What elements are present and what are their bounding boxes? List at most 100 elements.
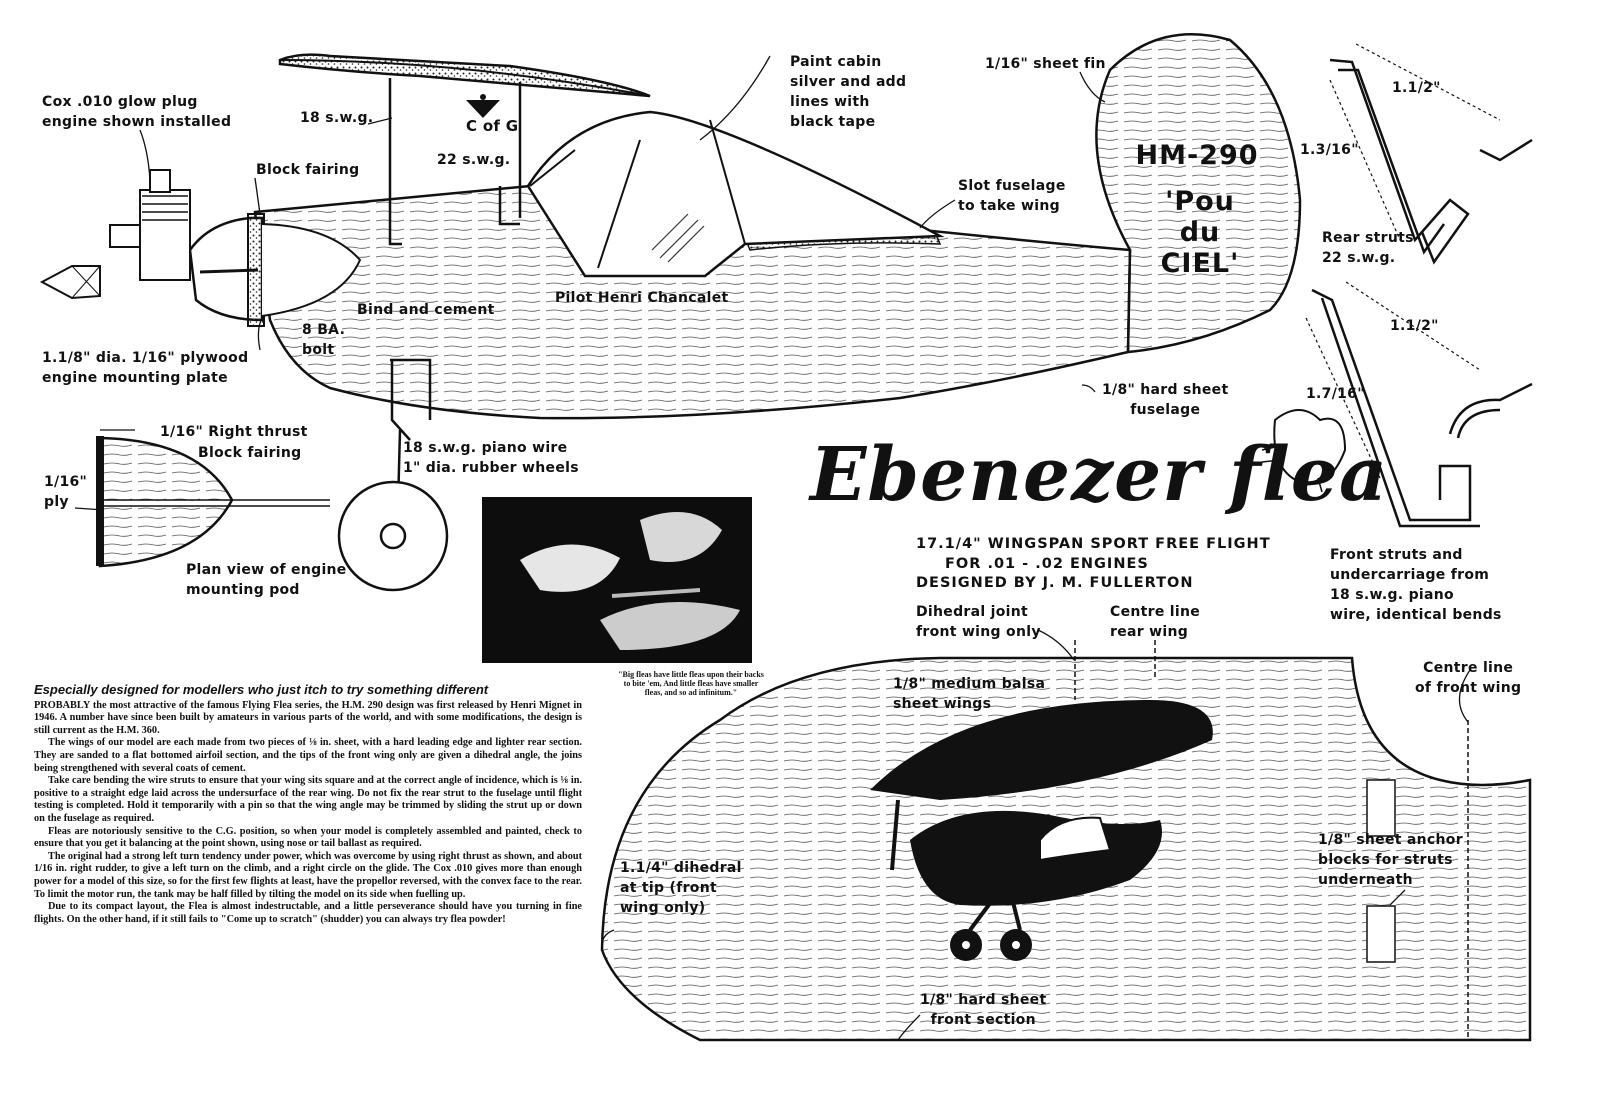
label-slot-line: to take wing [958,198,1060,214]
label-centre-rear-line: rear wing [1110,624,1189,640]
label-rear-line: 22 s.w.g. [1322,250,1396,266]
fin-name: 'Pou du CIEL' [1140,186,1260,279]
label-block-fairing-plan: Block fairing [198,445,302,461]
label-ply-line: 1/16" [44,474,88,490]
label-paint-line: silver and add [790,74,907,90]
label-engine: Cox .010 glow plug engine shown installe… [42,92,231,132]
label-centre-rear-line: Centre line [1110,604,1201,620]
fin-name-line: CIEL' [1160,248,1240,279]
label-dihedral-tip-line: 1.1/4" dihedral [620,860,742,876]
label-ply-line: ply [44,494,69,510]
label-front-section-line: 1/8" hard sheet [920,992,1047,1008]
label-fuselage-line: 1/8" hard sheet [1102,382,1229,398]
label-piano-wire: 18 s.w.g. piano wire 1" dia. rubber whee… [403,438,579,478]
label-anchor-line: 1/8" sheet anchor [1318,832,1463,848]
label-plan-view: Plan view of engine mounting pod [186,560,347,600]
spec-line-1: 17.1/4" WINGSPAN SPORT FREE FLIGHT [916,536,1271,552]
fuselage-side [253,110,1132,420]
top-wing [278,53,651,98]
spec-line-2: FOR .01 - .02 ENGINES [945,556,1149,572]
article-paragraph: Take care bending the wire struts to ens… [34,775,582,824]
article: Especially designed for modellers who ju… [34,682,582,926]
label-paint-line: Paint cabin [790,54,882,70]
label-balsa-wings: 1/8" medium balsa sheet wings [893,674,1045,714]
label-mount-plate: 1.1/8" dia. 1/16" plywood engine mountin… [42,348,248,388]
label-pilot: Pilot Henri Chancalet [555,290,729,306]
label-balsa-line: 1/8" medium balsa [893,676,1046,692]
label-bolt-line: bolt [302,342,335,358]
fin-name-line: 'Pou [1165,186,1235,217]
label-paint-cabin: Paint cabin silver and add lines with bl… [790,52,906,132]
label-hard-sheet-fuselage: 1/8" hard sheet fuselage [1102,380,1228,420]
label-slot-fuselage: Slot fuselage to take wing [958,176,1066,216]
fin-model-number: HM-290 [1135,140,1259,171]
label-front-section: 1/8" hard sheet front section [920,990,1046,1030]
engine-nose [39,169,362,327]
plan-title: Ebenezer flea [810,432,1388,518]
leader-lines [74,55,1471,1041]
model-photo [482,497,752,663]
label-rear-dim-side: 1.3/16" [1300,142,1359,158]
rear-strut-drawing [1329,58,1533,265]
article-paragraph: The original had a strong left turn tend… [34,850,582,900]
label-piano-line: 1" dia. rubber wheels [403,460,579,476]
label-centre-rear: Centre line rear wing [1110,602,1200,642]
article-paragraph: PROBABLY the most attractive of the famo… [34,699,582,736]
label-dihedral-tip-line: at tip (front [620,880,717,896]
label-dihedral-tip: 1.1/4" dihedral at tip (front wing only) [620,858,742,918]
label-c-of-g: C of G [466,117,519,135]
label-front-dim-side: 1.7/16" [1306,386,1365,402]
front-strut-drawing [1311,288,1533,528]
label-centre-front: Centre line of front wing [1415,658,1521,698]
label-slot-line: Slot fuselage [958,178,1066,194]
label-right-thrust: 1/16" Right thrust [160,424,308,440]
label-paint-line: lines with [790,94,870,110]
label-anchor-line: underneath [1318,872,1413,888]
label-22swg: 22 s.w.g. [437,152,511,168]
label-fuselage-line: fuselage [1130,402,1201,418]
photo-caption: "Big fleas have little fleas upon their … [618,670,764,697]
label-front-dim-top: 1.1/2" [1390,318,1439,334]
label-plan-line: Plan view of engine [186,562,347,578]
label-engine-line: Cox .010 glow plug [42,94,198,110]
label-front-struts: Front struts and undercarriage from 18 s… [1330,545,1502,625]
label-dihedral-joint-line: Dihedral joint [916,604,1029,620]
label-bind-cement: Bind and cement [357,302,495,318]
label-plan-line: mounting pod [186,582,300,598]
label-front-line: wire, identical bends [1330,607,1502,623]
label-centre-front-line: of front wing [1415,680,1522,696]
label-piano-line: 18 s.w.g. piano wire [403,440,568,456]
label-paint-line: black tape [790,114,876,130]
label-dihedral-tip-line: wing only) [620,900,706,916]
label-mount-line: engine mounting plate [42,370,228,386]
wheel [337,480,449,592]
label-anchor-blocks: 1/8" sheet anchor blocks for struts unde… [1318,830,1463,890]
label-balsa-line: sheet wings [893,696,992,712]
label-bolt-line: 8 BA. [302,322,346,338]
label-centre-front-line: Centre line [1423,660,1514,676]
c-of-g-marker [466,94,500,118]
label-rear-struts: Rear struts 22 s.w.g. [1322,228,1414,268]
label-rear-line: Rear struts [1322,230,1414,246]
flea-doodle [1261,409,1347,495]
fin-name-line: du [1179,217,1221,248]
label-dihedral-joint-line: front wing only [916,624,1041,640]
label-front-line: Front struts and [1330,547,1463,563]
label-mount-line: 1.1/8" dia. 1/16" plywood [42,350,249,366]
label-anchor-line: blocks for struts [1318,852,1453,868]
label-block-fairing: Block fairing [256,162,360,178]
label-sheet-fin: 1/16" sheet fin [985,56,1106,72]
label-18swg: 18 s.w.g. [300,110,374,126]
label-engine-line: engine shown installed [42,114,232,130]
engine-pod-plan-view [96,436,330,568]
flea-silhouette [870,700,1213,961]
article-paragraph: The wings of our model are each made fro… [34,737,582,774]
label-8ba-bolt: 8 BA. bolt [302,320,345,360]
label-rear-dim-top: 1.1/2" [1392,80,1441,96]
article-lead: Especially designed for modellers who ju… [34,682,489,697]
label-ply: 1/16" ply [44,472,87,512]
dimension-lines [1305,43,1501,479]
label-front-section-line: front section [930,1012,1036,1028]
